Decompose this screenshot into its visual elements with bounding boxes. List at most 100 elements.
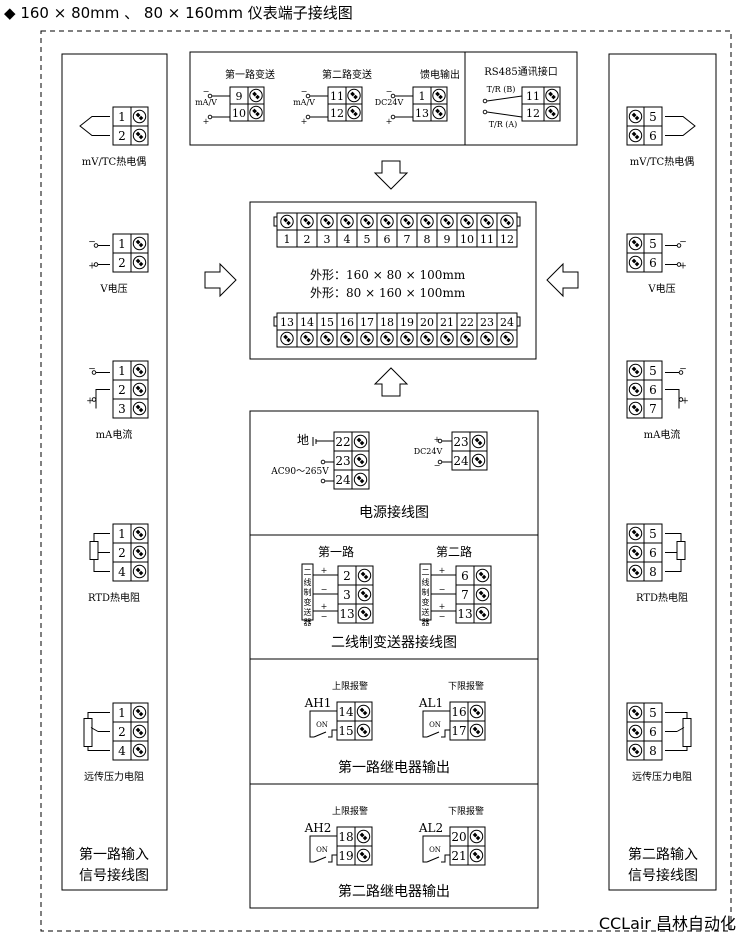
plus-mark: +: [681, 397, 689, 407]
minus-mark: −: [439, 585, 446, 594]
ah-label: AH2: [304, 821, 332, 835]
screw-terminal-icon: [347, 105, 361, 120]
terminal-number: 1: [118, 706, 126, 720]
terminal-number: 8: [649, 744, 657, 758]
terminal-number: 20: [451, 830, 466, 844]
terminal-number: 6: [649, 725, 657, 739]
dc-voltage-label: DC24V: [414, 447, 443, 456]
input-type-label: 远传压力电阻: [632, 770, 692, 783]
plus-mark: +: [203, 117, 210, 126]
wire-end-dot: [390, 114, 396, 120]
screw-terminal-icon: [280, 331, 294, 346]
transmitter-label: 二: [304, 568, 312, 577]
wire-end-dot: [437, 459, 443, 465]
screw-terminal-icon: [353, 453, 368, 468]
terminal-number: 9: [444, 233, 451, 246]
wire-end-dot: [320, 478, 326, 484]
terminal-number: 1: [118, 364, 126, 378]
relay-contact: [313, 856, 327, 863]
ac-voltage-label: AC90～265V: [270, 467, 329, 477]
screw-terminal-icon: [132, 545, 147, 560]
page-title: 160 × 80mm 、 80 × 160mm 仪表端子接线图: [20, 4, 353, 22]
al-label: AL2: [418, 821, 443, 835]
left-caption-1: 第一路输入: [79, 846, 149, 863]
relay-contact: [313, 731, 327, 738]
screw-terminal-icon: [400, 331, 414, 346]
screw-terminal-icon: [628, 545, 643, 560]
plus-mark: +: [439, 602, 446, 611]
screw-terminal-icon: [460, 331, 474, 346]
terminal-number: 17: [360, 316, 374, 329]
terminal-number: 21: [451, 849, 466, 863]
input-type-label: mA电流: [96, 428, 133, 441]
screw-terminal-icon: [628, 564, 643, 579]
terminal-number: 4: [118, 565, 126, 579]
screw-terminal-icon: [280, 214, 294, 229]
screw-terminal-icon: [469, 829, 484, 844]
terminal-number: 22: [335, 435, 350, 449]
outer-frame: [40, 30, 732, 932]
terminal-number: 10: [232, 107, 246, 120]
input-type-label: mV/TC热电偶: [630, 155, 694, 168]
terminal-number: 11: [526, 90, 540, 103]
terminal-number: 3: [324, 233, 331, 246]
wire-end-dot: [678, 397, 684, 402]
terminal-number: 12: [526, 107, 540, 120]
screw-terminal-icon: [353, 472, 368, 487]
screw-terminal-icon: [320, 214, 334, 229]
left-caption-2: 信号接线图: [79, 867, 149, 884]
terminal-number: 2: [118, 383, 126, 397]
two-wire-title: 二线制变送器接线图: [331, 634, 457, 651]
relay-wire: [328, 729, 337, 738]
relay-wire: [422, 710, 450, 738]
terminal-number: 1: [419, 90, 426, 103]
terminal-number: 11: [480, 233, 494, 246]
screw-terminal-icon: [132, 401, 147, 416]
screw-terminal-icon: [432, 88, 446, 103]
terminal-number: 5: [649, 110, 657, 124]
relay-on-label: ON: [429, 846, 441, 854]
terminal-number: 17: [451, 724, 466, 738]
screw-terminal-icon: [357, 606, 372, 621]
ch2-retrans-title: 第二路变送: [322, 68, 372, 81]
terminal-number: 7: [404, 233, 411, 246]
terminal-number: 3: [343, 588, 351, 602]
terminal-number: 23: [453, 435, 468, 449]
terminal-number: 24: [335, 473, 351, 487]
wire-end-dot: [390, 93, 396, 99]
terminal-number: 5: [649, 364, 657, 378]
minus-mark: −: [679, 238, 687, 248]
screw-terminal-icon: [475, 606, 490, 621]
screw-terminal-icon: [320, 331, 334, 346]
screw-terminal-icon: [357, 568, 372, 583]
upper-alarm-label: 上限报警: [332, 805, 368, 817]
screw-terminal-icon: [628, 526, 643, 541]
screw-terminal-icon: [628, 382, 643, 397]
screw-terminal-icon: [380, 214, 394, 229]
terminal-number: 2: [118, 725, 126, 739]
terminal-number: 5: [649, 237, 657, 251]
screw-terminal-icon: [340, 331, 354, 346]
wiper: [90, 727, 99, 732]
input-type-label: RTD热电阻: [88, 591, 140, 604]
wire: [486, 111, 523, 118]
terminal-number: 22: [460, 316, 474, 329]
minus-mark: −: [434, 461, 441, 470]
relay-on-label: ON: [316, 846, 328, 854]
terminal-number: 23: [480, 316, 494, 329]
terminal-number: 16: [340, 316, 354, 329]
plus-mark: +: [386, 117, 393, 126]
screw-terminal-icon: [628, 109, 643, 124]
screw-terminal-icon: [400, 214, 414, 229]
ch1-retrans-signal: mA/V: [195, 98, 217, 107]
terminal-number: 16: [451, 705, 466, 719]
plus-mark: +: [321, 566, 328, 575]
wire-end-dot: [305, 114, 311, 120]
screw-terminal-icon: [356, 723, 371, 738]
lower-alarm-label: 下限报警: [448, 805, 484, 817]
arrow-left-icon: [546, 262, 579, 298]
input-type-label: V电压: [99, 282, 127, 295]
terminal-number: 19: [338, 849, 353, 863]
channel-label: 第一路: [318, 544, 354, 559]
terminal-number: 24: [453, 454, 469, 468]
